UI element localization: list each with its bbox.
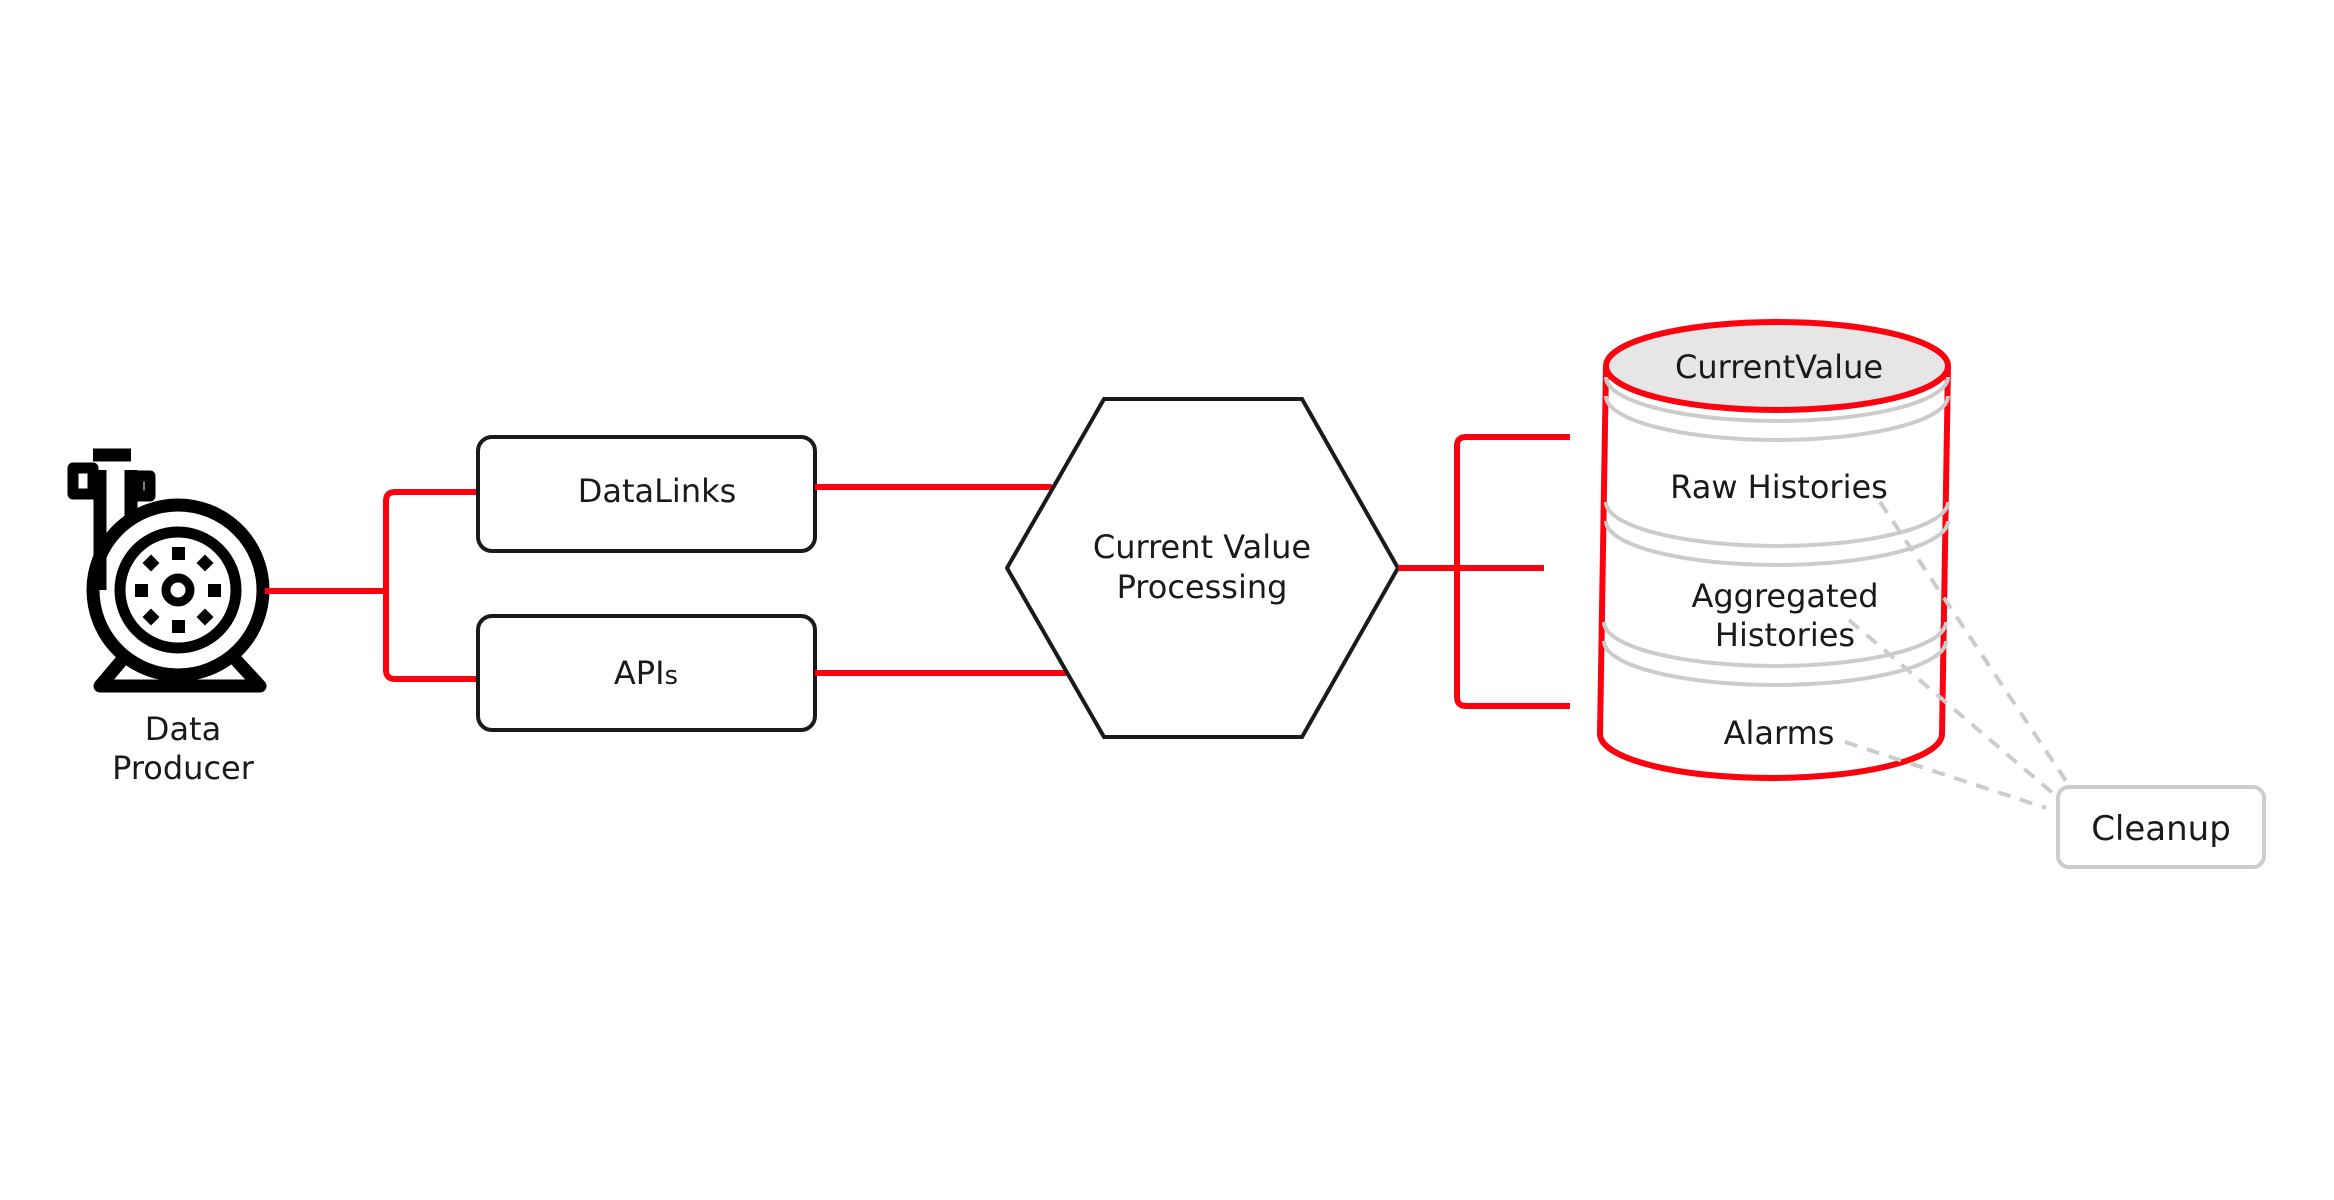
db-aggregated-label-line2: Histories [1715,616,1855,654]
cleanup-box [2056,785,2266,869]
pump-impeller-ring [114,526,242,654]
datalinks-box [476,435,817,553]
producer-connector [265,489,478,682]
db-aggregated-label-line1: Aggregated [1691,577,1878,615]
pump-base [93,655,267,693]
pump-icon [67,448,270,693]
datalinks-label: DataLinks [578,472,737,510]
producer-label-line1: Data [145,710,221,748]
pump-hub [161,573,195,607]
database-cylinder [1596,319,1951,781]
pump-impeller-blades [135,547,221,633]
db-alarms-label: Alarms [1724,714,1835,752]
apis-label-suffix: s [665,661,679,691]
processing-label-line1: Current Value [1093,528,1311,566]
input-connectors [815,484,1068,676]
processing-hexagon [1004,397,1401,739]
db-raw-histories-label: Raw Histories [1670,468,1888,506]
apis-label: APIs [614,654,678,692]
cleanup-label: Cleanup [2091,809,2231,849]
apis-label-main: API [614,654,665,692]
output-connectors [1398,434,1570,709]
cleanup-connectors [1844,500,2070,810]
producer-label-line2: Producer [112,749,255,787]
pump-flange-right [132,470,156,502]
database-body [1596,365,1951,781]
pump-flange-left [67,462,99,500]
database-top [1603,319,1951,413]
processing-label-line2: Processing [1117,568,1288,606]
pump-casing [86,498,270,682]
db-currentvalue-label: CurrentValue [1675,348,1883,386]
database-layer-separators [1602,376,1950,687]
